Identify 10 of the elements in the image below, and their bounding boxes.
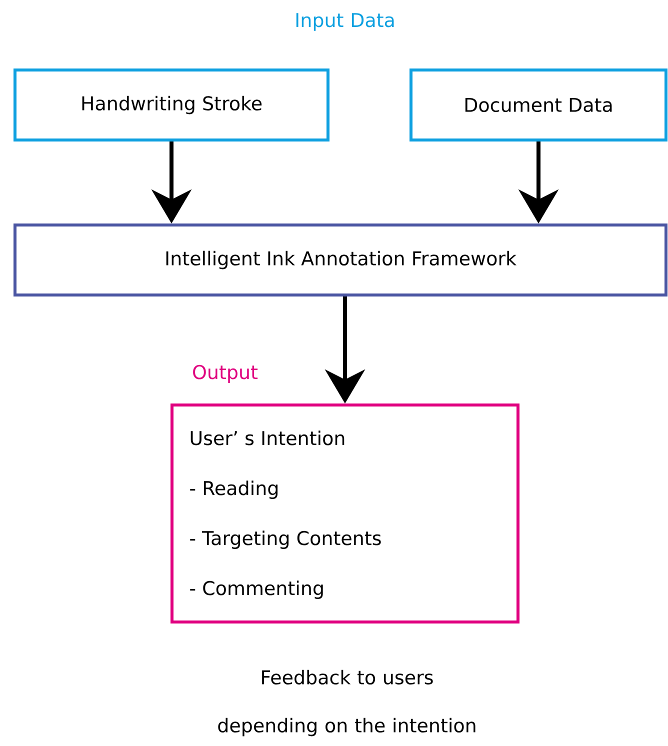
process-box: Intelligent Ink Annotation Framework — [14, 224, 668, 296]
list-item: - Reading — [190, 480, 278, 499]
list-item: User’ s Intention — [190, 430, 344, 446]
caption-text: Feedback to users depending on the intention — [218, 670, 476, 736]
caption-text: Input Data — [296, 13, 394, 31]
process-box: Handwriting Stroke — [14, 68, 330, 142]
list-item: - Targeting Contents — [190, 530, 381, 549]
box-heading: Output — [193, 364, 258, 383]
process-box: Document Data — [410, 68, 668, 142]
list-item: - Commenting — [190, 580, 323, 599]
